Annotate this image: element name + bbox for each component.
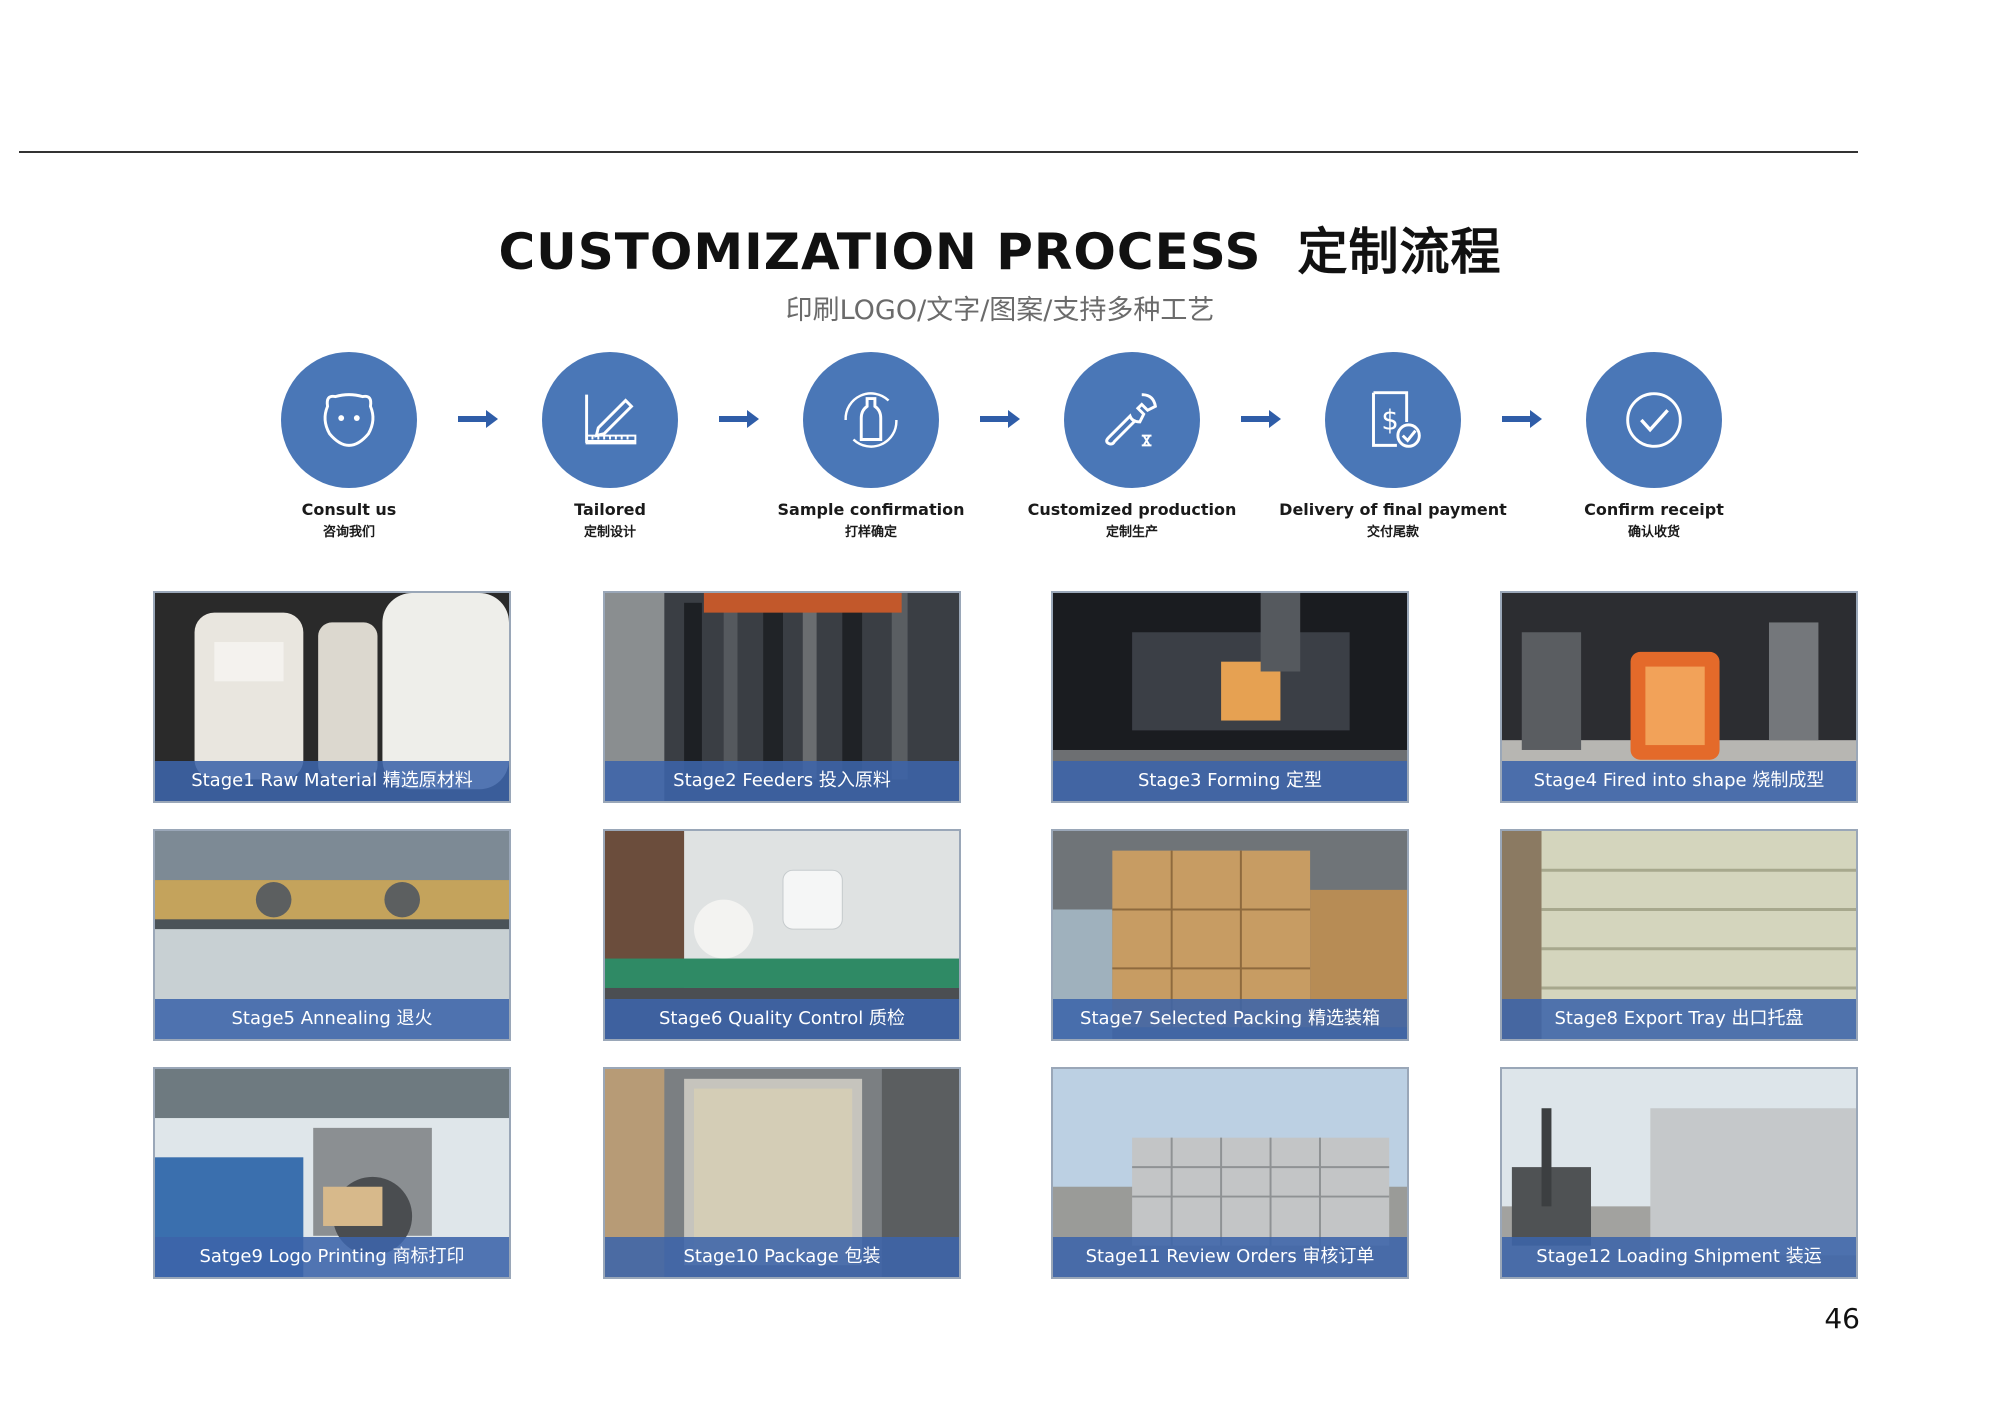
page-title: CUSTOMIZATION PROCESS 定制流程 xyxy=(0,212,2000,284)
step-label-en: Confirm receipt xyxy=(1584,500,1724,519)
process-step-tailored: Tailored 定制设计 xyxy=(460,352,760,540)
process-step-sample: Sample confirmation 打样确定 xyxy=(721,352,1021,540)
arrow-right-icon xyxy=(719,410,759,428)
stage-caption: Stage6 Quality Control 质检 xyxy=(605,999,959,1039)
step-circle xyxy=(1586,352,1722,488)
process-step-consult: Consult us 咨询我们 xyxy=(199,352,499,540)
ruler-pencil-icon xyxy=(585,394,637,445)
stage-card-8: Stage8 Export Tray 出口托盘 xyxy=(1500,829,1858,1041)
step-label-cn: 咨询我们 xyxy=(322,525,375,540)
arrow-right-icon xyxy=(1502,410,1542,428)
chat-face-icon xyxy=(323,393,375,447)
stage-caption: Stage2 Feeders 投入原料 xyxy=(605,761,959,801)
title-en: CUSTOMIZATION PROCESS xyxy=(498,223,1262,281)
stage-card-10: Stage10 Package 包装 xyxy=(603,1067,961,1279)
top-divider xyxy=(19,151,1858,153)
arrow-right-icon xyxy=(458,410,498,428)
stage-card-11: Stage11 Review Orders 审核订单 xyxy=(1051,1067,1409,1279)
stage-card-2: Stage2 Feeders 投入原料 xyxy=(603,591,961,803)
stage-card-3: Stage3 Forming 定型 xyxy=(1051,591,1409,803)
stage-caption: Stage4 Fired into shape 烧制成型 xyxy=(1502,761,1856,801)
bottle-cycle-icon xyxy=(844,392,898,448)
stage-caption: Stage8 Export Tray 出口托盘 xyxy=(1502,999,1856,1039)
wrench-icon xyxy=(1105,393,1158,447)
stage-card-5: Stage5 Annealing 退火 xyxy=(153,829,511,1041)
step-label-cn: 交付尾款 xyxy=(1366,525,1419,540)
invoice-dollar-icon: $ xyxy=(1372,391,1421,448)
stage-caption: Stage1 Raw Material 精选原材料 xyxy=(155,761,509,801)
step-label-en: Sample confirmation xyxy=(777,500,965,519)
step-circle xyxy=(542,352,678,488)
step-label-cn: 定制设计 xyxy=(583,525,636,540)
step-label-cn: 确认收货 xyxy=(1627,525,1680,540)
title-cn: 定制流程 xyxy=(1297,223,1502,281)
step-label-cn: 打样确定 xyxy=(844,525,897,540)
stage-caption: Stage5 Annealing 退火 xyxy=(155,999,509,1039)
stage-caption: Stage12 Loading Shipment 装运 xyxy=(1502,1237,1856,1277)
process-step-receipt: Confirm receipt 确认收货 xyxy=(1504,352,1804,540)
printing-photo xyxy=(155,1069,509,1277)
stage-caption: Stage11 Review Orders 审核订单 xyxy=(1053,1237,1407,1277)
step-label-en: Consult us xyxy=(301,500,397,519)
step-circle: $ xyxy=(1325,352,1461,488)
step-label-en: Tailored xyxy=(574,500,646,519)
stage-card-6: Stage6 Quality Control 质检 xyxy=(603,829,961,1041)
page-subtitle: 印刷LOGO/文字/图案/支持多种工艺 xyxy=(785,295,1215,326)
stage-caption: Stage10 Package 包装 xyxy=(605,1237,959,1277)
svg-text:$: $ xyxy=(1381,406,1398,437)
stage-card-4: Stage4 Fired into shape 烧制成型 xyxy=(1500,591,1858,803)
stage-caption: Stage7 Selected Packing 精选装箱 xyxy=(1053,999,1407,1039)
arrow-right-icon xyxy=(1241,410,1281,428)
step-label-en: Customized production xyxy=(1027,500,1237,519)
stage-card-12: Stage12 Loading Shipment 装运 xyxy=(1500,1067,1858,1279)
stage-card-9: Satge9 Logo Printing 商标打印 xyxy=(153,1067,511,1279)
step-circle xyxy=(1064,352,1200,488)
process-step-production: Customized production 定制生产 xyxy=(982,352,1282,540)
stage-card-1: Stage1 Raw Material 精选原材料 xyxy=(153,591,511,803)
process-steps: Consult us 咨询我们 Tailored 定制设计 Sample con… xyxy=(0,352,2000,552)
stage-caption: Satge9 Logo Printing 商标打印 xyxy=(155,1237,509,1277)
process-step-payment: $ Delivery of final payment 交付尾款 xyxy=(1243,352,1543,540)
step-circle xyxy=(281,352,417,488)
arrow-right-icon xyxy=(980,410,1020,428)
step-label-en: Delivery of final payment xyxy=(1279,500,1507,519)
page-number: 46 xyxy=(1824,1302,1860,1335)
stage-card-7: Stage7 Selected Packing 精选装箱 xyxy=(1051,829,1409,1041)
check-circle-icon xyxy=(1626,392,1682,448)
stage-caption: Stage3 Forming 定型 xyxy=(1053,761,1407,801)
step-circle xyxy=(803,352,939,488)
step-label-cn: 定制生产 xyxy=(1105,525,1158,540)
